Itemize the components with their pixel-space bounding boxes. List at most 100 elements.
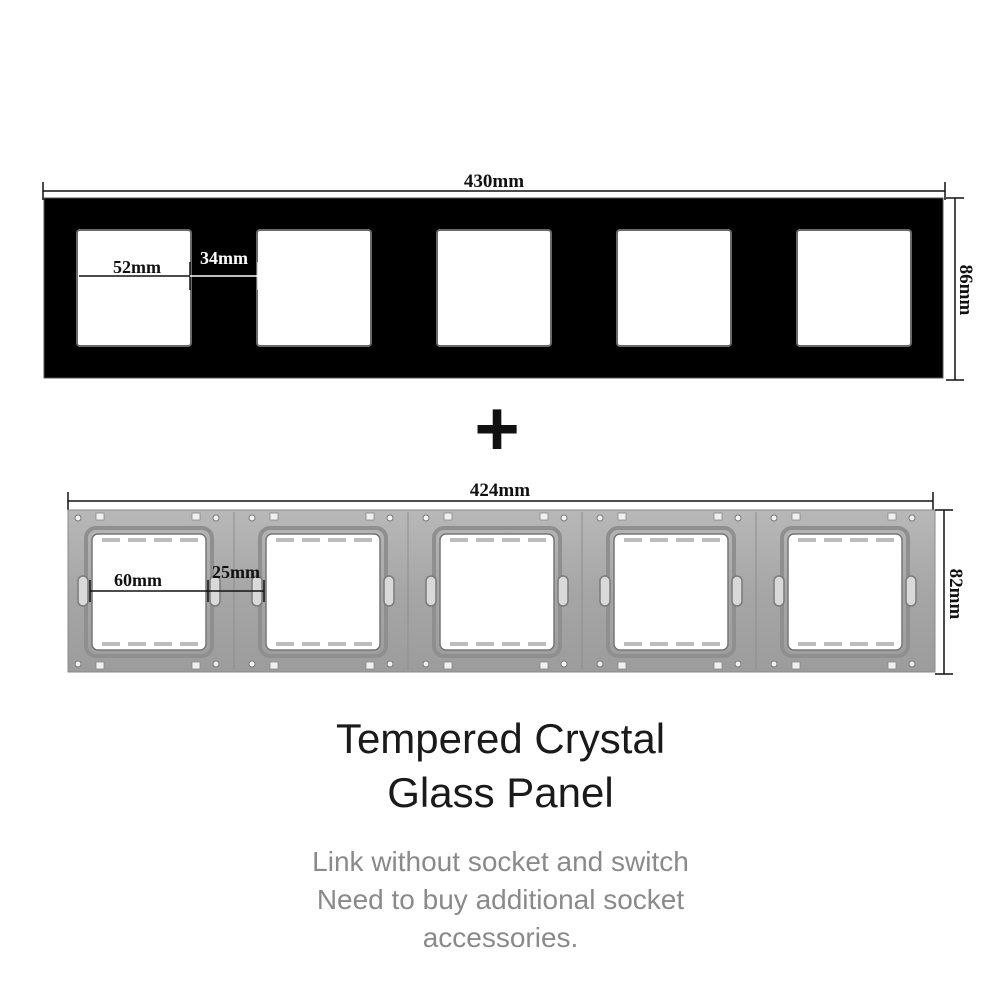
glass-gap-label: 34mm — [200, 248, 248, 268]
frame-opening-label: 60mm — [114, 570, 162, 590]
frame-tab — [269, 661, 279, 670]
frame-cell-3 — [422, 512, 569, 670]
frame-tab — [365, 512, 375, 521]
frame-rib — [154, 538, 172, 542]
frame-tab — [539, 512, 549, 521]
glass-opening-3 — [436, 229, 552, 347]
metal-frame-openings — [74, 512, 917, 670]
frame-rib — [528, 538, 546, 542]
frame-rib — [850, 642, 868, 646]
frame-rib — [624, 642, 642, 646]
heading-line-1: Tempered Crystal — [335, 715, 666, 762]
frame-rib — [180, 642, 198, 646]
screw-slot — [77, 575, 89, 607]
glass-height-dimension: 86mm — [946, 197, 976, 381]
frame-rib — [702, 642, 720, 646]
frame-rib — [502, 538, 520, 542]
mount-hole — [74, 514, 82, 522]
frame-rib — [328, 538, 346, 542]
frame-rib — [128, 538, 146, 542]
frame-tab — [95, 661, 105, 670]
glass-gap-dimension: 34mm — [190, 248, 259, 290]
frame-rib — [702, 538, 720, 542]
frame-height-dimension: 82mm — [935, 509, 966, 675]
frame-opening — [265, 533, 381, 651]
glass-panel-openings — [76, 229, 912, 347]
frame-tab — [269, 512, 279, 521]
frame-gap-dimension: 25mm — [208, 562, 265, 602]
frame-rib — [676, 538, 694, 542]
frame-rib — [354, 642, 372, 646]
frame-opening — [439, 533, 555, 651]
frame-rib — [302, 538, 320, 542]
frame-opening — [613, 533, 729, 651]
frame-tab — [191, 661, 201, 670]
frame-tab — [887, 512, 897, 521]
glass-panel — [43, 197, 944, 379]
frame-cell-2 — [248, 512, 395, 670]
glass-opening-label: 52mm — [113, 257, 161, 277]
glass-width-label: 430mm — [464, 171, 524, 192]
mount-hole — [596, 514, 604, 522]
screw-slot — [557, 575, 569, 607]
frame-gap-label: 25mm — [212, 562, 260, 582]
frame-rib — [876, 642, 894, 646]
frame-rib — [824, 642, 842, 646]
frame-rib — [328, 642, 346, 646]
mount-hole — [734, 660, 742, 668]
frame-rib — [476, 642, 494, 646]
mount-hole — [248, 514, 256, 522]
note-line-1: Link without socket and switch — [312, 846, 689, 877]
metal-frame — [67, 509, 936, 673]
frame-rib — [824, 538, 842, 542]
mount-hole — [74, 660, 82, 668]
mount-hole — [212, 514, 220, 522]
plus-sign: + — [474, 384, 520, 472]
screw-slot — [731, 575, 743, 607]
glass-opening-4 — [616, 229, 732, 347]
frame-rib — [276, 538, 294, 542]
frame-rib — [798, 538, 816, 542]
frame-rib — [850, 538, 868, 542]
frame-tab — [791, 512, 801, 521]
glass-opening-dimension: 52mm — [79, 257, 191, 290]
screw-slot — [383, 575, 395, 607]
frame-rib — [624, 538, 642, 542]
mount-hole — [248, 660, 256, 668]
mount-hole — [422, 514, 430, 522]
frame-rib — [450, 538, 468, 542]
frame-height-label: 82mm — [945, 569, 966, 620]
glass-opening-2 — [256, 229, 372, 347]
frame-rib — [154, 642, 172, 646]
frame-rib — [798, 642, 816, 646]
frame-rib — [302, 642, 320, 646]
mount-hole — [908, 514, 916, 522]
frame-rib — [528, 642, 546, 646]
mount-hole — [560, 514, 568, 522]
frame-tab — [365, 661, 375, 670]
glass-opening-5 — [796, 229, 912, 347]
frame-rib — [180, 538, 198, 542]
frame-rib — [102, 538, 120, 542]
frame-tab — [713, 661, 723, 670]
frame-rib — [876, 538, 894, 542]
frame-cell-4 — [596, 512, 743, 670]
frame-rib — [676, 642, 694, 646]
frame-rib — [650, 538, 668, 542]
heading-line-2: Glass Panel — [387, 769, 614, 816]
frame-tab — [539, 661, 549, 670]
frame-tab — [791, 661, 801, 670]
mount-hole — [770, 660, 778, 668]
frame-cell-5 — [770, 512, 917, 670]
glass-height-label: 86mm — [955, 265, 976, 316]
screw-slot — [905, 575, 917, 607]
frame-rib — [502, 642, 520, 646]
frame-opening — [787, 533, 903, 651]
frame-width-label: 424mm — [470, 480, 530, 501]
frame-tab — [95, 512, 105, 521]
frame-rib — [354, 538, 372, 542]
frame-tab — [617, 661, 627, 670]
note-line-3: accessories. — [422, 922, 579, 953]
mount-hole — [386, 514, 394, 522]
